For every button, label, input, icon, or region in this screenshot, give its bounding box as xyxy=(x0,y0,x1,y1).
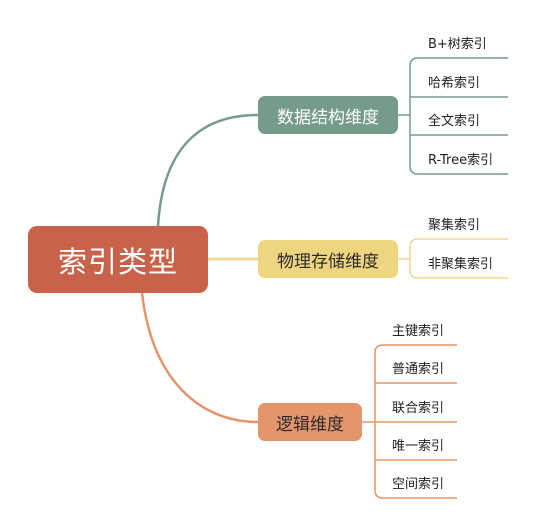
leaf-node[interactable]: 联合索引 xyxy=(392,401,445,416)
leaf-node[interactable]: 主键索引 xyxy=(392,324,445,339)
branch-2-leaf-lines xyxy=(398,238,508,279)
leaf-node[interactable]: 唯一索引 xyxy=(392,439,445,454)
branch-node-logical[interactable]: 逻辑维度 xyxy=(258,403,362,441)
root-node[interactable]: 索引类型 xyxy=(28,226,208,293)
branch-node-data-structure[interactable]: 数据结构维度 xyxy=(258,96,398,134)
leaf-node[interactable]: R-Tree索引 xyxy=(428,153,494,168)
branch-1-leaf-lines xyxy=(398,57,508,175)
leaf-node[interactable]: B+树索引 xyxy=(428,37,487,52)
leaf-node[interactable]: 聚集索引 xyxy=(428,218,481,233)
edge-root-branch-1 xyxy=(156,113,259,227)
leaf-node[interactable]: 非聚集索引 xyxy=(428,257,494,272)
branch-node-physical-storage[interactable]: 物理存储维度 xyxy=(258,240,398,278)
leaf-node[interactable]: 空间索引 xyxy=(392,477,445,492)
leaf-node[interactable]: 哈希索引 xyxy=(428,76,481,91)
branch-3-leaf-lines xyxy=(362,344,457,499)
leaf-node[interactable]: 全文索引 xyxy=(428,114,481,129)
leaf-node[interactable]: 普通索引 xyxy=(392,362,445,377)
edge-root-branch-3 xyxy=(140,292,259,424)
